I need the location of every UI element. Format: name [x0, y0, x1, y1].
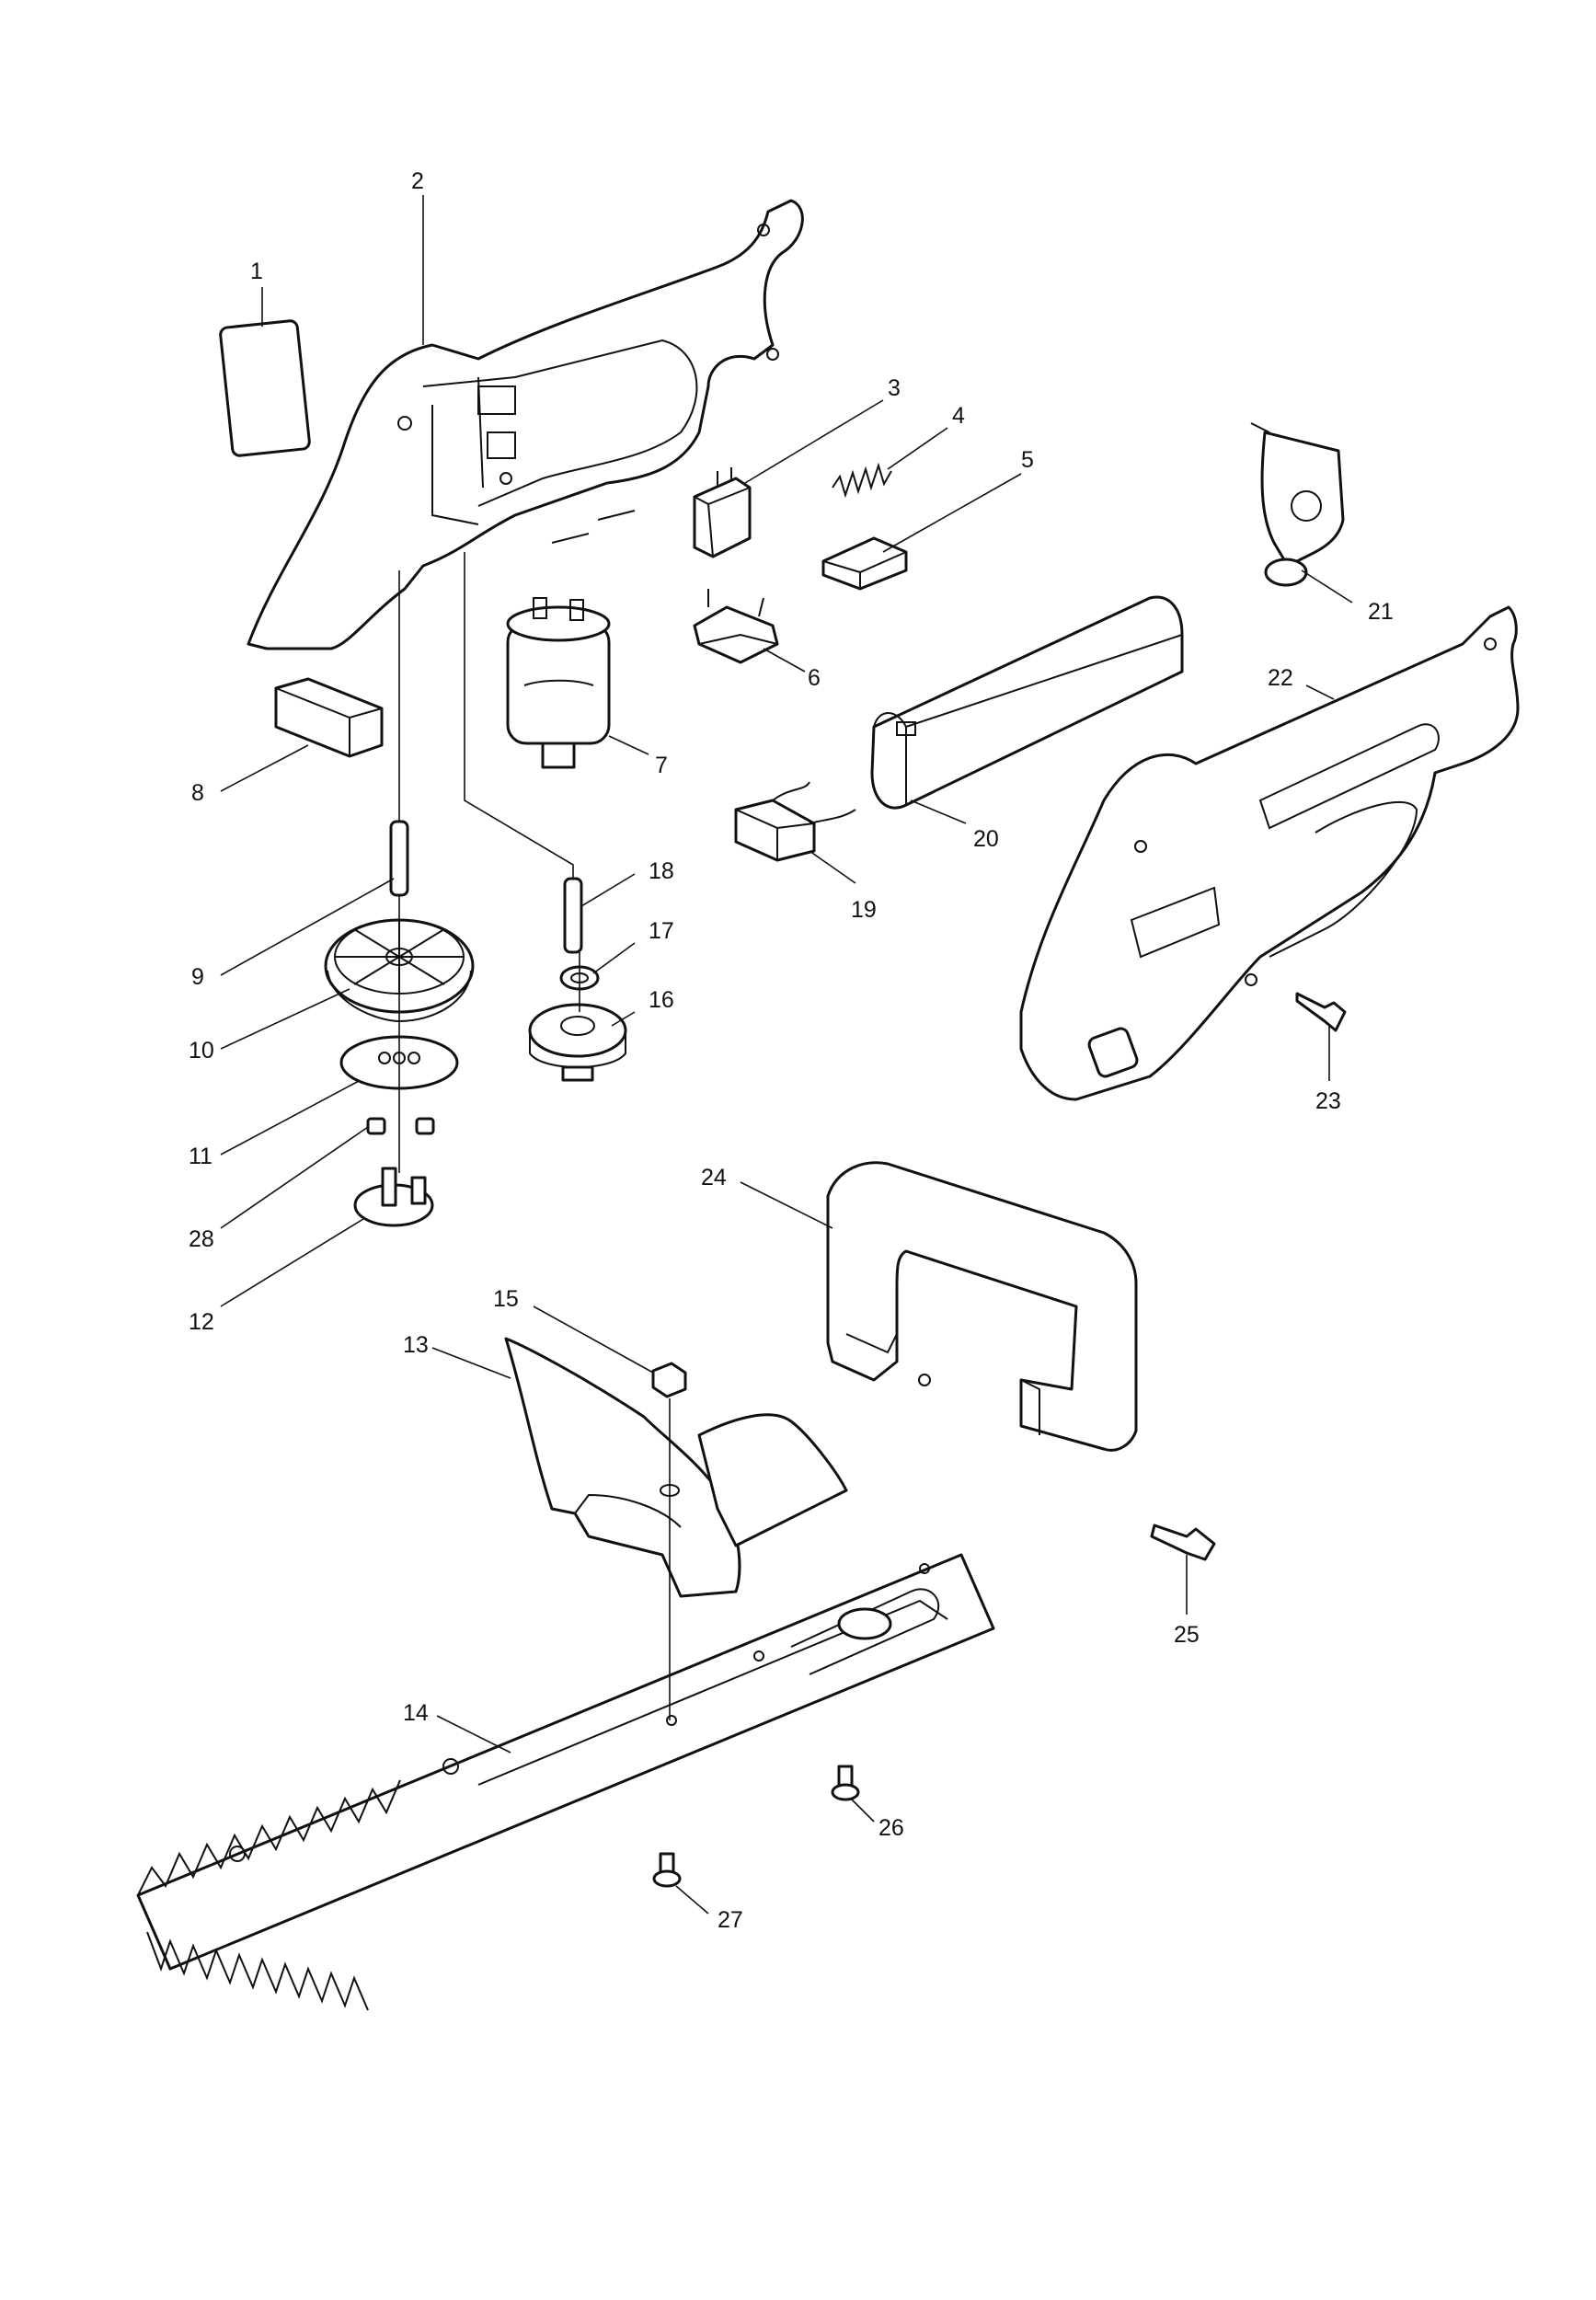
part-19-terminal	[734, 781, 856, 862]
callout-21: 21	[1368, 599, 1394, 625]
part-24-handle	[826, 1161, 1138, 1452]
callout-22: 22	[1268, 665, 1293, 691]
part-18-pin	[563, 877, 583, 954]
callout-13: 13	[403, 1332, 429, 1358]
part-1-label-plate	[219, 319, 311, 457]
part-6-holder	[693, 589, 779, 664]
callout-23: 23	[1315, 1088, 1341, 1114]
part-22-housing-cover	[1019, 605, 1520, 1101]
callout-26: 26	[878, 1815, 904, 1841]
part-21-bracket	[1250, 422, 1345, 587]
callout-11: 11	[189, 1144, 212, 1169]
callout-labels: 1 2 3 4 5 6 7 8 9 10 11 12 13 14 15 16 1…	[189, 168, 1394, 1933]
part-26-bolt	[831, 1765, 860, 1801]
leader-lines	[220, 195, 1353, 1915]
callout-7: 7	[655, 753, 668, 778]
callout-18: 18	[649, 858, 674, 884]
callout-4: 4	[952, 403, 965, 429]
part-13-blade-guard	[504, 1337, 848, 1598]
part-15-nut	[651, 1362, 687, 1398]
part-20-battery	[870, 595, 1184, 810]
part-8-block	[274, 677, 384, 758]
callout-25: 25	[1174, 1622, 1200, 1648]
part-16-small-gear	[528, 1003, 627, 1082]
callout-28: 28	[189, 1226, 214, 1252]
part-9-pin	[389, 820, 409, 897]
callout-3: 3	[888, 375, 901, 401]
part-2-housing	[247, 199, 804, 650]
callout-20: 20	[973, 826, 999, 852]
callout-15: 15	[493, 1286, 519, 1312]
alignment-lines	[398, 552, 671, 1720]
part-4-spring	[832, 462, 892, 499]
part-28-screws	[366, 1117, 435, 1135]
callout-5: 5	[1021, 447, 1034, 473]
callout-2: 2	[411, 168, 424, 194]
part-14-blade	[136, 1553, 995, 2011]
callout-17: 17	[649, 918, 674, 944]
callout-14: 14	[403, 1700, 429, 1726]
part-25-bolt	[1150, 1524, 1216, 1561]
callout-1: 1	[250, 259, 263, 284]
part-27-bolt	[652, 1852, 682, 1888]
callout-8: 8	[191, 780, 204, 806]
callout-9: 9	[191, 964, 204, 990]
callout-19: 19	[851, 897, 877, 923]
callout-16: 16	[649, 987, 674, 1013]
callout-27: 27	[718, 1907, 743, 1933]
callout-10: 10	[189, 1038, 214, 1064]
part-23-screw	[1295, 992, 1347, 1032]
part-12-crank	[353, 1167, 434, 1227]
part-3-switch	[693, 467, 752, 558]
part-7-motor	[506, 597, 611, 769]
callout-24: 24	[701, 1165, 727, 1190]
callout-6: 6	[808, 665, 821, 691]
callout-12: 12	[189, 1309, 214, 1335]
